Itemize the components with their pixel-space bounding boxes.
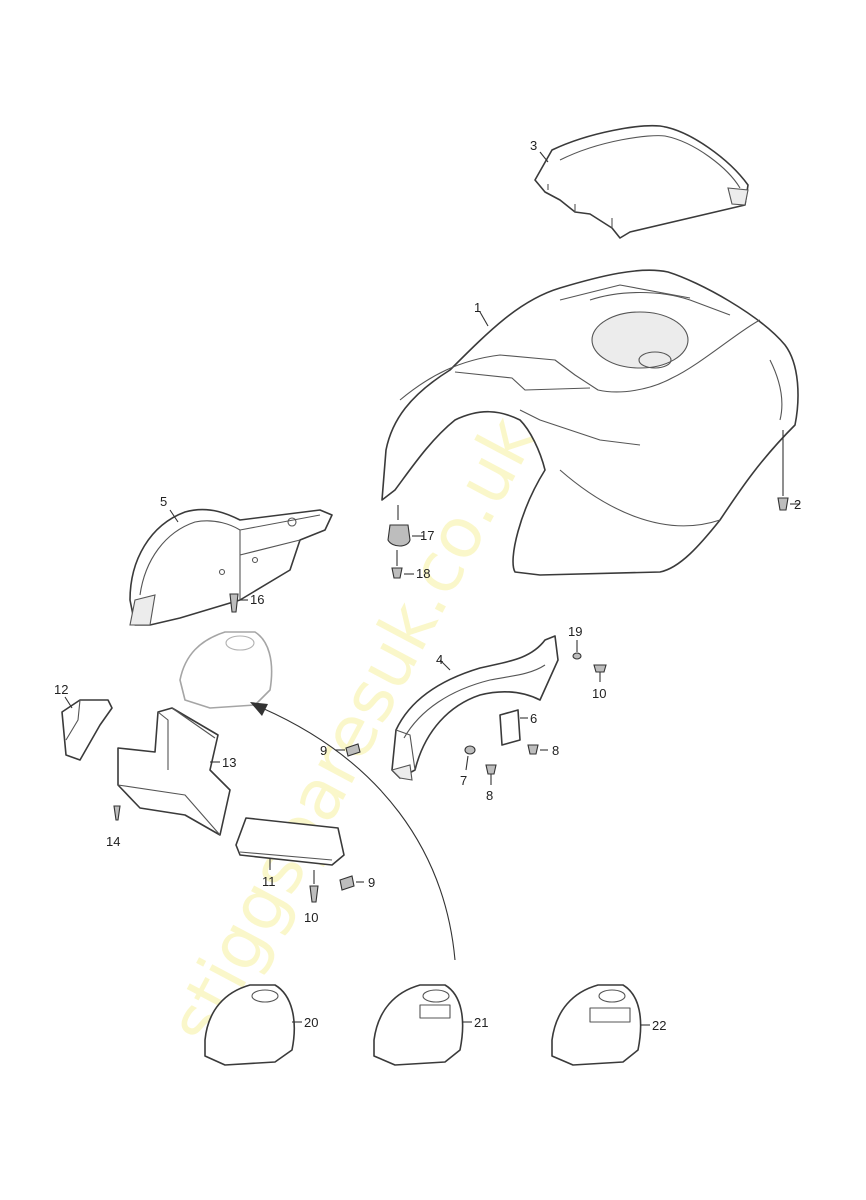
part-6-bracket <box>499 709 528 746</box>
watermark-text: stiggsparesuk.co.uk <box>153 403 553 1057</box>
label-part-10-upper: 10 <box>592 686 606 701</box>
part-10-screw-lower <box>309 870 319 903</box>
label-part-18: 18 <box>416 566 430 581</box>
part-7-washer <box>464 745 476 771</box>
part-11-front-cover <box>235 817 345 870</box>
part-21-tank-variant <box>373 984 472 1066</box>
part-17-rubber-mount <box>387 505 424 547</box>
label-part-6: 6 <box>530 711 537 726</box>
label-part-21: 21 <box>474 1015 488 1030</box>
label-part-10-lower: 10 <box>304 910 318 925</box>
label-part-9-lower: 9 <box>368 875 375 890</box>
label-part-17: 17 <box>420 528 434 543</box>
label-part-4: 4 <box>436 652 443 667</box>
part-4-front-fender <box>390 635 559 781</box>
label-part-3: 3 <box>530 138 537 153</box>
label-part-19: 19 <box>568 624 582 639</box>
label-part-11: 11 <box>262 874 276 889</box>
label-part-7: 7 <box>460 773 467 788</box>
label-part-12: 12 <box>54 682 68 697</box>
part-1-body-shroud <box>381 269 799 576</box>
label-part-1: 1 <box>474 300 481 315</box>
part-10-screw-upper <box>593 664 607 682</box>
part-19-washer <box>572 640 582 660</box>
part-14-screw <box>113 805 121 821</box>
part-3-seat-cover <box>534 124 749 239</box>
part-16-screw <box>229 593 248 613</box>
label-part-22: 22 <box>652 1018 666 1033</box>
label-part-9-right: 9 <box>320 743 327 758</box>
part-8-bolt-lower <box>485 764 497 785</box>
label-part-2: 2 <box>794 497 801 512</box>
label-part-13: 13 <box>222 755 236 770</box>
part-9-clip-right <box>335 743 361 757</box>
part-13-bumper-panel <box>117 707 231 836</box>
label-part-16: 16 <box>250 592 264 607</box>
part-5-rear-fender <box>129 508 333 626</box>
part-12-clip-cover <box>61 696 113 761</box>
part-20-tank-variant <box>204 984 302 1066</box>
fuel-tank <box>179 631 273 709</box>
label-part-5: 5 <box>160 494 167 509</box>
label-part-14: 14 <box>106 834 120 849</box>
part-22-tank-variant <box>551 984 650 1066</box>
label-part-20: 20 <box>304 1015 318 1030</box>
part-18-screw <box>391 550 414 579</box>
part-2-screw <box>777 430 800 511</box>
alternative-arrow <box>250 702 456 961</box>
label-part-8-lower: 8 <box>486 788 493 803</box>
part-9-clip-lower <box>339 875 364 891</box>
label-part-8-side: 8 <box>552 743 559 758</box>
part-8-bolt-side <box>527 744 548 755</box>
